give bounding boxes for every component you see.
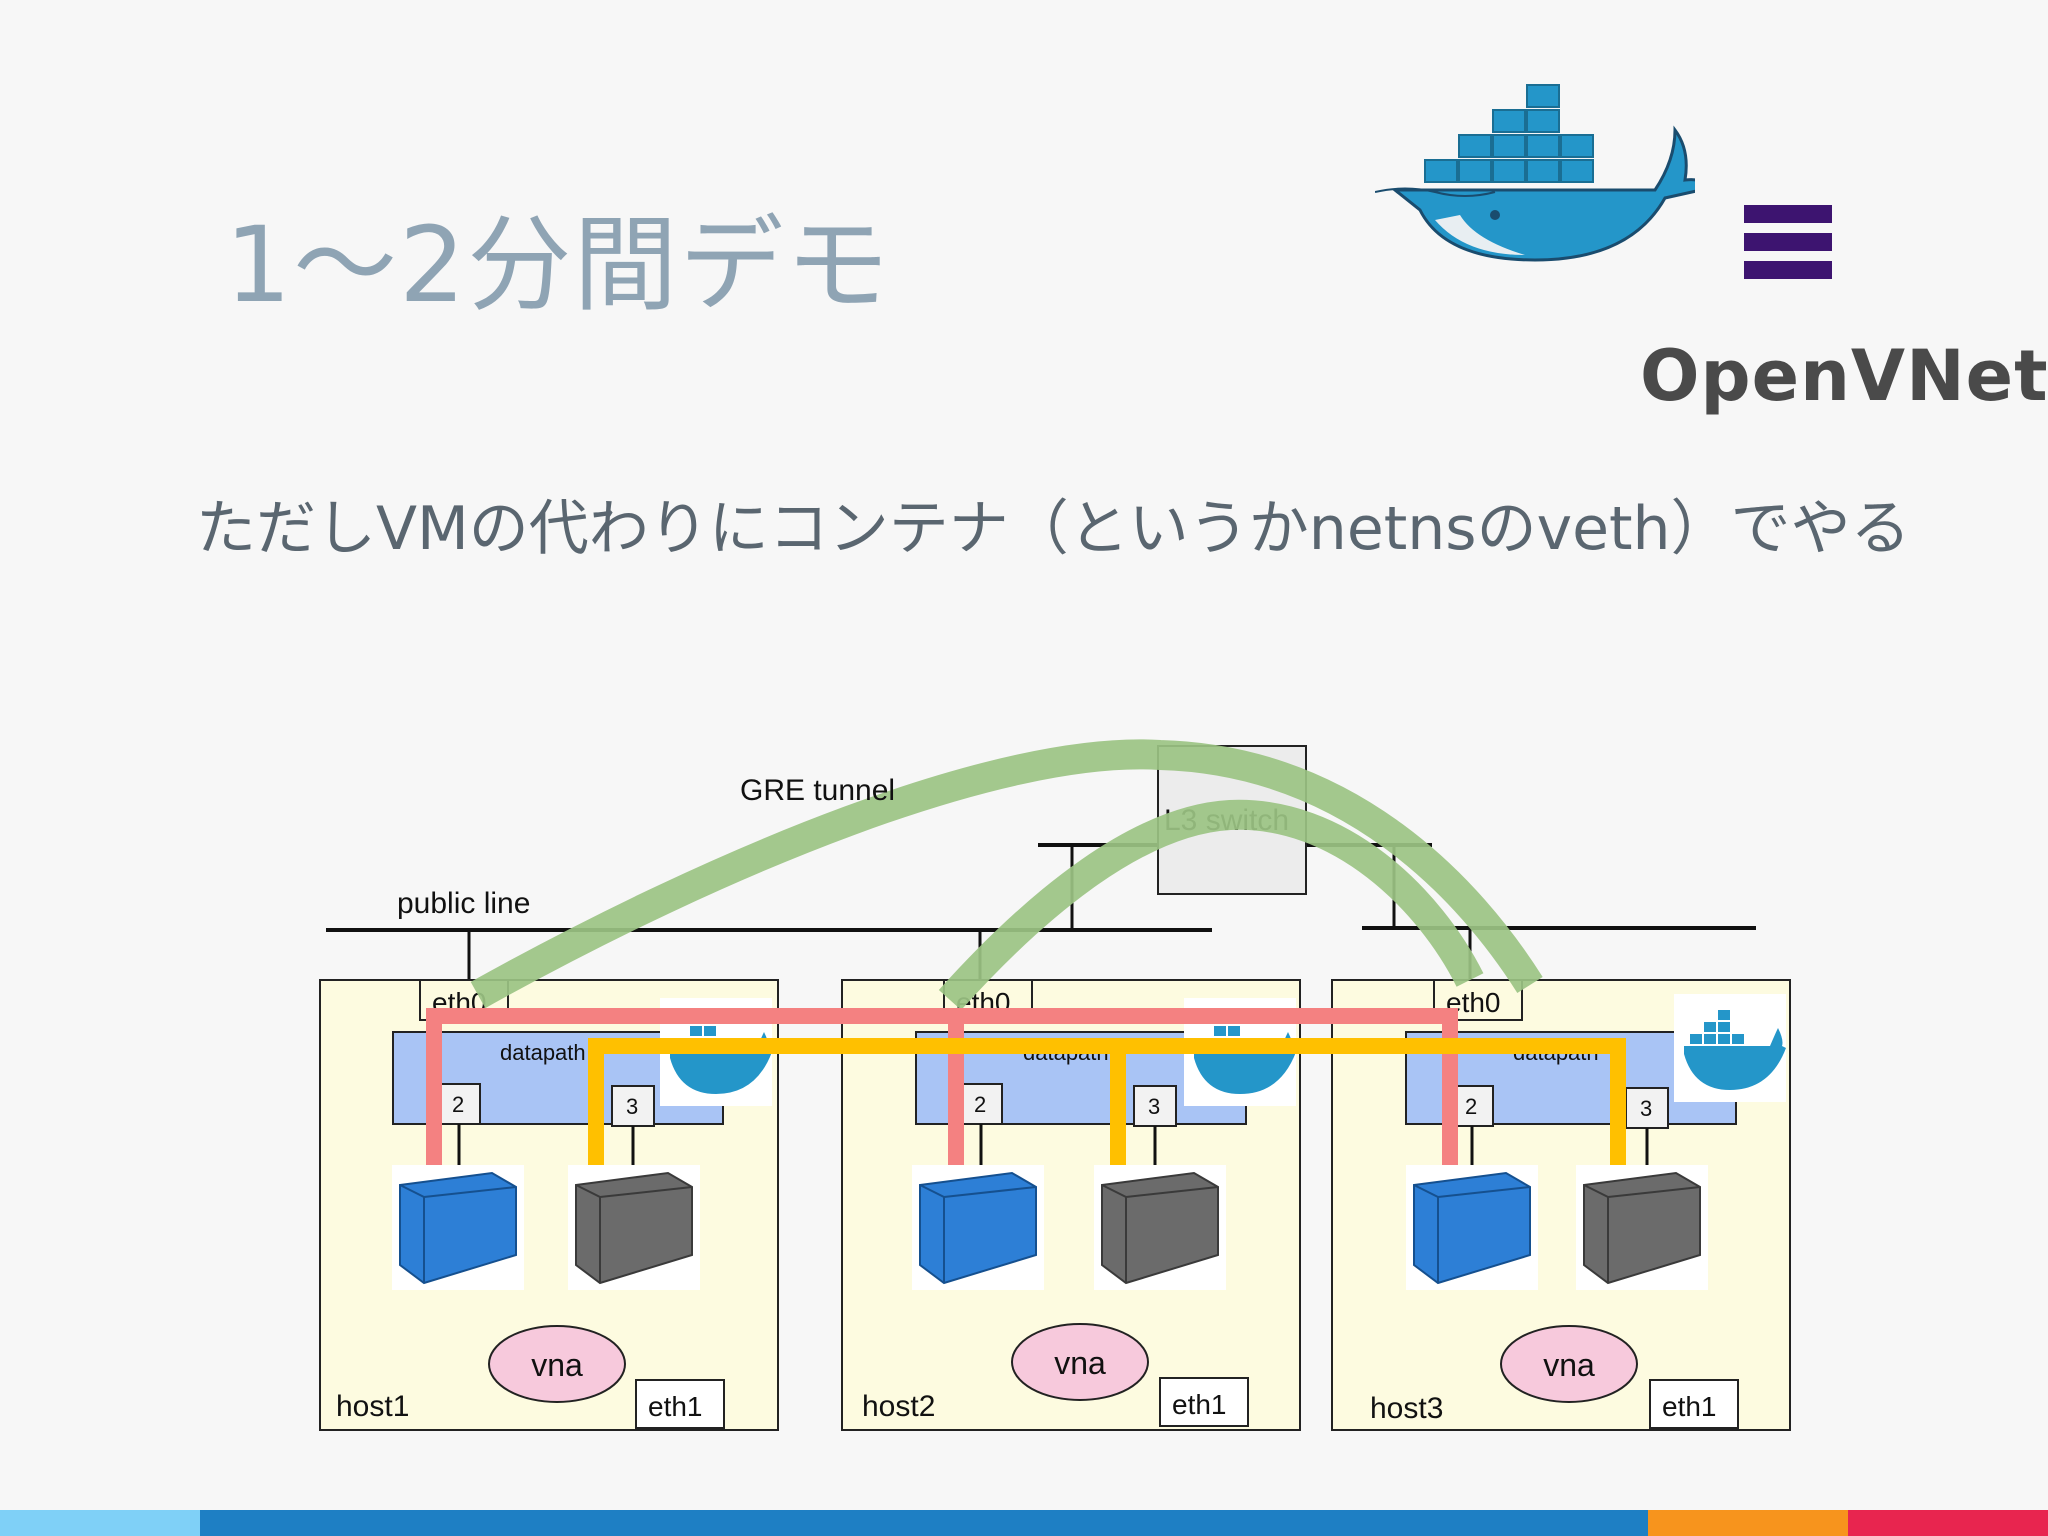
host-label-2: host2 [862,1390,935,1423]
port-2-host1: 2 [452,1092,464,1117]
host-label-3: host3 [1370,1392,1443,1425]
port-3-host3: 3 [1640,1096,1652,1121]
docker-logo [1375,84,1695,262]
vna-label-2: vna [1054,1345,1106,1381]
vna-host2 [1011,1323,1149,1401]
gre-tunnel-label: GRE tunnel [740,774,895,807]
eth1-label-3: eth1 [1662,1391,1717,1422]
red-network [426,1008,1458,1170]
slide-title: 1〜2分間デモ [225,204,892,326]
datapath-label-1: datapath [500,1040,586,1065]
eth1-label-1: eth1 [648,1391,703,1422]
footer-segment-light-blue [0,1510,200,1536]
footer-segment-blue [200,1510,1648,1536]
docker-icon-host3 [1674,994,1786,1102]
yellow-network [588,1038,1626,1175]
vna-host1 [488,1325,626,1403]
container-gray-host3 [1576,1165,1708,1290]
container-blue-host1 [392,1165,524,1290]
openvnet-logo-text: OpenVNet [1640,335,2048,417]
container-blue-host3 [1406,1165,1538,1290]
eth1-label-2: eth1 [1172,1389,1227,1420]
vna-host3 [1500,1325,1638,1403]
public-line-label: public line [397,887,530,920]
slide-subtitle: ただしVMの代わりにコンテナ（というかnetnsのveth）でやる [196,494,1911,564]
container-blue-host2 [912,1165,1044,1290]
gre-tunnel-2-3 [938,799,1484,1011]
footer-color-band [0,1510,2048,1536]
vna-label-1: vna [531,1347,583,1383]
host-label-1: host1 [336,1390,409,1423]
vna-label-3: vna [1543,1347,1595,1383]
footer-segment-orange [1648,1510,1848,1536]
port-3-host1: 3 [626,1094,638,1119]
port-2-host3: 2 [1465,1094,1477,1119]
footer-segment-red [1848,1510,2048,1536]
port-2-host2: 2 [974,1092,986,1117]
gre-tunnel-1-3 [470,739,1543,1009]
container-gray-host1 [568,1165,700,1290]
openvnet-logo-mark [1744,205,1832,279]
port-3-host2: 3 [1148,1094,1160,1119]
container-gray-host2 [1094,1165,1226,1290]
